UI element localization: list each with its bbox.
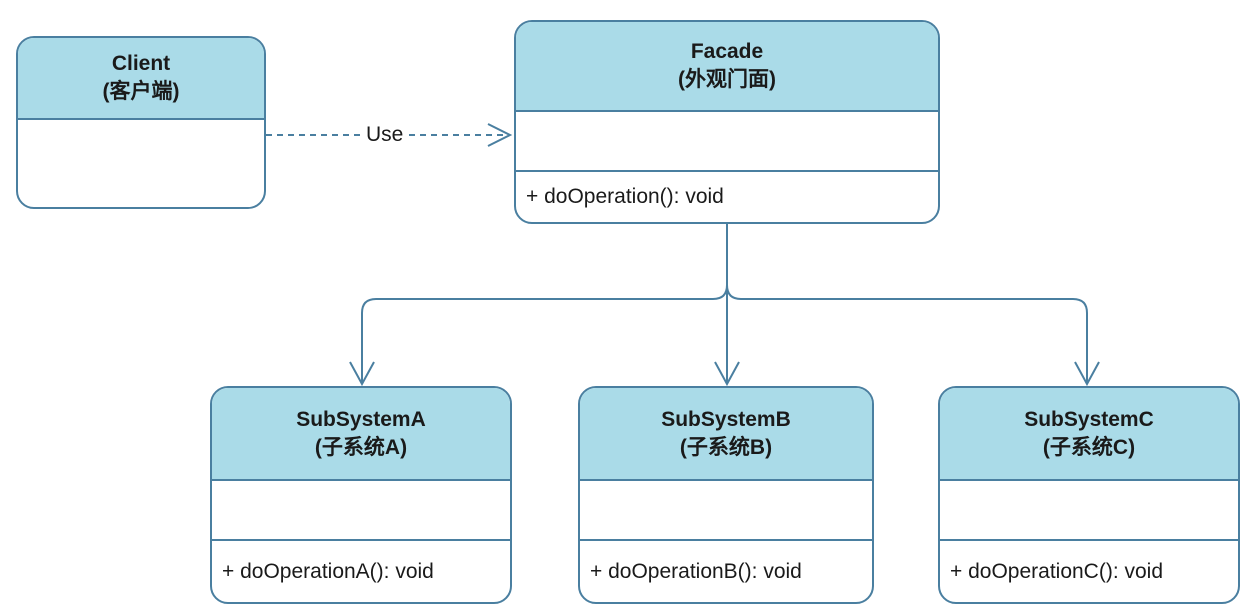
class-subsystem-c-name: SubSystemC <box>1024 407 1154 431</box>
class-subsystem-b-operation: + doOperationB(): void <box>590 559 802 583</box>
class-subsystem-b-name: SubSystemB <box>661 407 791 431</box>
connector-to-subsystem-a <box>361 224 728 382</box>
class-subsystem-a-operation: + doOperationA(): void <box>222 559 434 583</box>
class-client[interactable]: Client (客户端) <box>16 36 266 209</box>
class-client-name: Client <box>111 52 171 75</box>
class-subsystem-c-attributes <box>940 481 1238 539</box>
class-subsystem-b-operations: + doOperationB(): void <box>580 539 872 602</box>
class-subsystem-b-attributes <box>580 481 872 539</box>
arrowhead-subsystem-b <box>714 361 740 387</box>
class-subsystem-a-attributes <box>212 481 510 539</box>
class-subsystem-b[interactable]: SubSystemB (子系统B) + doOperationB(): void <box>578 386 874 604</box>
class-facade-subtitle: (外观门面) <box>678 68 776 91</box>
class-subsystem-a-subtitle: (子系统A) <box>314 435 408 459</box>
class-subsystem-c-operations: + doOperationC(): void <box>940 539 1238 602</box>
class-subsystem-b-subtitle: (子系统B) <box>679 435 773 459</box>
class-facade[interactable]: Facade (外观门面) + doOperation(): void <box>514 20 940 224</box>
connector-to-subsystem-c <box>726 284 1088 382</box>
class-subsystem-a-header: SubSystemA (子系统A) <box>212 388 510 481</box>
class-subsystem-a-operations: + doOperationA(): void <box>212 539 510 602</box>
class-facade-name: Facade <box>690 40 764 63</box>
arrowhead-subsystem-c <box>1074 361 1100 387</box>
class-subsystem-c-subtitle: (子系统C) <box>1042 435 1136 459</box>
class-facade-attributes <box>516 112 938 170</box>
class-subsystem-b-header: SubSystemB (子系统B) <box>580 388 872 481</box>
class-subsystem-a-name: SubSystemA <box>296 407 426 431</box>
use-relation-label: Use <box>364 123 406 147</box>
class-client-subtitle: (客户端) <box>102 80 180 103</box>
arrowhead-subsystem-a <box>349 361 375 387</box>
class-client-body <box>18 120 264 207</box>
class-client-header: Client (客户端) <box>18 38 264 120</box>
class-facade-operation: + doOperation(): void <box>526 185 724 208</box>
class-facade-header: Facade (外观门面) <box>516 22 938 112</box>
class-facade-operations: + doOperation(): void <box>516 170 938 222</box>
facade-to-subsystems-connectors <box>349 224 1100 387</box>
class-subsystem-a[interactable]: SubSystemA (子系统A) + doOperationA(): void <box>210 386 512 604</box>
class-subsystem-c[interactable]: SubSystemC (子系统C) + doOperationC(): void <box>938 386 1240 604</box>
class-subsystem-c-operation: + doOperationC(): void <box>950 559 1164 583</box>
class-subsystem-c-header: SubSystemC (子系统C) <box>940 388 1238 481</box>
